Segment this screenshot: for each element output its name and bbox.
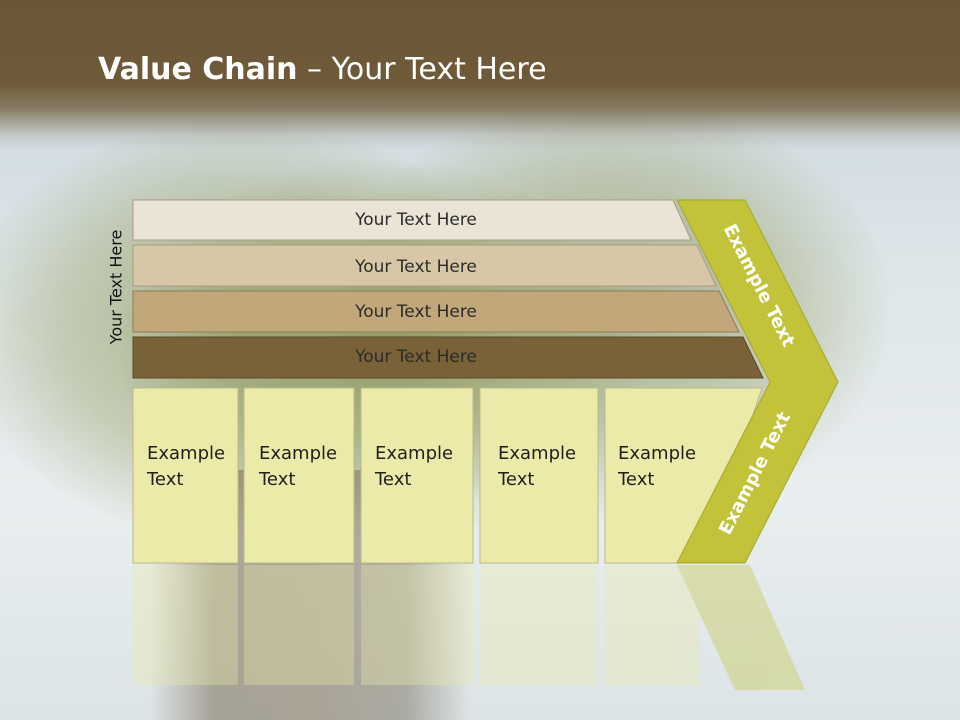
- column-2-line-1: Example: [259, 443, 337, 464]
- column-4-line-1: Example: [498, 443, 576, 464]
- bar-4-shape: [132, 336, 764, 379]
- bar-1-label: Your Text Here: [354, 210, 477, 230]
- bar-1-shape: [132, 199, 692, 241]
- title-bold: Value Chain: [98, 52, 298, 87]
- column-3-line-1: Example: [375, 443, 453, 464]
- bar-3-label: Your Text Here: [354, 302, 477, 322]
- column-2-line-2: Text: [258, 469, 295, 490]
- bar-2-label: Your Text Here: [354, 257, 477, 277]
- column-reflection-3: [361, 565, 473, 685]
- column-4-line-2: Text: [497, 469, 534, 490]
- column-5-line-2: Text: [617, 469, 654, 490]
- column-reflection-4: [480, 565, 598, 685]
- chevron-shape: [676, 199, 839, 564]
- column-1: [132, 387, 239, 564]
- bar-3-shape: [132, 290, 740, 333]
- column-3: [360, 387, 474, 564]
- reflection-group: [133, 565, 805, 690]
- column-reflection-1: [133, 565, 238, 685]
- header-band: [0, 0, 960, 150]
- column-5-line-1: Example: [618, 443, 696, 464]
- column-1-line-2: Text: [146, 469, 183, 490]
- column-2: [243, 387, 355, 564]
- title-rest: – Your Text Here: [297, 52, 547, 87]
- column-3-line-2: Text: [374, 469, 411, 490]
- column-reflection-2: [244, 565, 354, 685]
- column-reflection-5: [605, 565, 700, 685]
- column-4: [479, 387, 599, 564]
- slide-title: Value Chain – Your Text Here: [98, 52, 547, 87]
- bar-4-label: Your Text Here: [354, 347, 477, 367]
- bar-2-shape: [132, 244, 717, 287]
- chevron-reflection: [677, 565, 805, 690]
- column-1-line-1: Example: [147, 443, 225, 464]
